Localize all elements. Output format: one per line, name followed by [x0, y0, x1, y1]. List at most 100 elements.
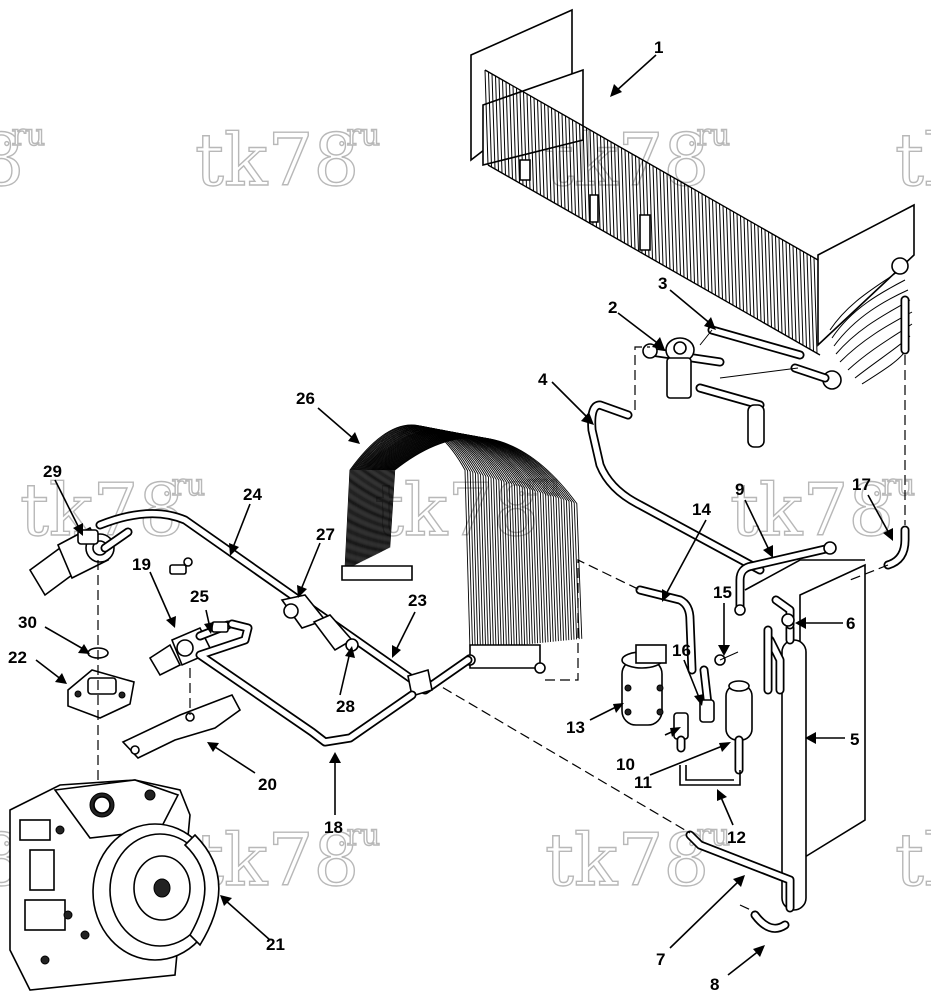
connection-line — [739, 904, 756, 913]
sight-glass — [673, 712, 689, 753]
leader-lines — [35, 54, 893, 976]
svg-text:tk78: tk78 — [545, 818, 709, 902]
watermark: tk78 .ru — [729, 467, 916, 552]
arrow — [613, 703, 624, 713]
arrow — [883, 528, 893, 541]
arrow — [73, 523, 83, 536]
svg-text:.ru: .ru — [687, 118, 730, 153]
callout-30: 30 — [18, 613, 37, 632]
svg-text:tk78: tk78 — [730, 468, 894, 552]
callout-21: 21 — [266, 935, 285, 954]
expansion-valve — [642, 337, 799, 448]
arrow — [763, 545, 773, 558]
svg-text:tk78: tk78 — [375, 468, 539, 552]
arrow — [78, 644, 90, 654]
discharge-hose — [95, 509, 473, 695]
svg-text:.ru: .ru — [872, 468, 915, 503]
liquid-line — [587, 400, 765, 575]
arrow — [345, 646, 355, 658]
callout-16: 16 — [672, 641, 691, 660]
tee-fitting — [734, 541, 837, 630]
callout-10: 10 — [616, 755, 635, 774]
arrow — [718, 645, 730, 656]
arrow — [733, 875, 745, 887]
callout-15: 15 — [713, 583, 732, 602]
svg-text:tk78: tk78 — [0, 118, 24, 202]
arrow — [220, 895, 232, 906]
svg-text:tk78: tk78 — [895, 118, 931, 202]
arrow — [717, 789, 727, 801]
arrow — [348, 432, 360, 444]
arrow — [795, 617, 806, 629]
svg-text:tk78: tk78 — [195, 818, 359, 902]
connection-line — [545, 559, 641, 681]
callout-3: 3 — [658, 274, 667, 293]
watermark: tk78 .ru — [544, 117, 731, 202]
callout-6: 6 — [846, 614, 855, 633]
filter-drier — [621, 644, 667, 726]
callout-2: 2 — [608, 298, 617, 317]
connection-line — [429, 679, 691, 834]
arrow — [392, 645, 401, 658]
watermark: tk78 .ru — [194, 817, 381, 902]
connection-line — [634, 346, 650, 410]
watermark: tk78 — [894, 817, 931, 902]
service-valve — [699, 651, 739, 723]
arrow — [670, 727, 681, 737]
arrow — [610, 84, 622, 97]
line-clamp — [169, 557, 193, 575]
callout-17: 17 — [852, 475, 871, 494]
callout-8: 8 — [710, 975, 719, 994]
svg-text:tk78: tk78 — [545, 118, 709, 202]
arrow — [694, 694, 704, 706]
arrow — [581, 412, 594, 425]
valve-adapter — [67, 669, 135, 719]
watermark: tk78 .ru — [544, 817, 731, 902]
callout-26: 26 — [296, 389, 315, 408]
drier-loop-line — [679, 765, 741, 786]
callout-27: 27 — [316, 525, 335, 544]
callout-13: 13 — [566, 718, 585, 737]
arrow — [719, 742, 731, 752]
callout-20: 20 — [258, 775, 277, 794]
svg-text:tk78: tk78 — [895, 818, 931, 902]
arrow — [55, 673, 67, 684]
arrow — [704, 317, 716, 330]
suction-riser — [849, 355, 910, 581]
callout-11: 11 — [634, 773, 652, 792]
mounting-bracket — [121, 693, 242, 759]
callout-7: 7 — [656, 950, 665, 969]
bypass-line — [635, 585, 697, 675]
clutch-pulley — [92, 823, 220, 961]
svg-text:.ru: .ru — [162, 468, 205, 503]
callouts: 1 2 3 4 5 6 7 8 9 10 11 12 13 14 15 16 1… — [8, 38, 871, 994]
suction-service-valve — [28, 526, 133, 597]
arrow — [204, 622, 214, 634]
callout-29: 29 — [43, 462, 62, 481]
arrow — [652, 337, 665, 350]
watermark: tk78 — [894, 117, 931, 202]
coil-header-tubes — [790, 257, 913, 390]
receiver-tank — [744, 559, 866, 911]
arrow — [297, 585, 307, 598]
arrow — [753, 945, 765, 957]
callout-25: 25 — [190, 587, 209, 606]
muffler — [280, 594, 433, 698]
condenser-fins — [344, 424, 583, 651]
callout-23: 23 — [408, 591, 427, 610]
arrow — [229, 543, 239, 556]
arrow — [207, 742, 219, 752]
svg-text:.ru: .ru — [2, 118, 45, 153]
watermark: tk78 .ru — [0, 117, 46, 202]
callout-12: 12 — [727, 828, 746, 847]
equalizer-line — [699, 325, 805, 360]
callout-1: 1 — [654, 38, 663, 57]
watermark: tk78 .ru — [194, 117, 381, 202]
svg-text:.ru: .ru — [337, 818, 380, 853]
svg-text:.ru: .ru — [337, 118, 380, 153]
arrow — [166, 616, 176, 628]
svg-text:tk78: tk78 — [195, 118, 359, 202]
arrow — [329, 752, 341, 763]
filter-canister — [725, 680, 753, 775]
